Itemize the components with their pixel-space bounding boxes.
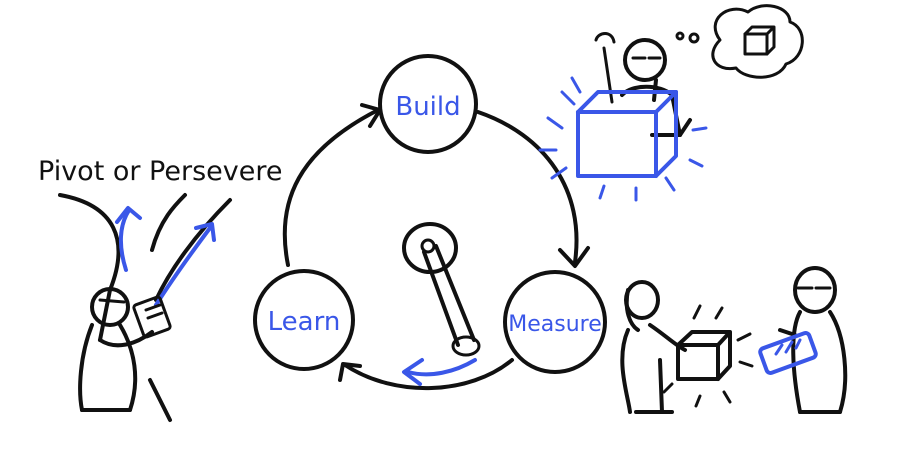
learn-label: Learn — [268, 307, 341, 337]
cube-icon — [676, 330, 732, 381]
person-holding-box — [620, 280, 754, 414]
build-node: Build — [378, 54, 478, 154]
rotation-arrow — [402, 358, 477, 386]
cube-icon — [538, 76, 708, 202]
road-fork — [58, 193, 232, 422]
person-with-tablet — [758, 266, 848, 414]
person-with-clipboard — [78, 287, 172, 412]
pivot-label: Pivot or Persevere — [38, 156, 282, 187]
build-label: Build — [395, 92, 460, 122]
cycle-loop — [282, 103, 590, 390]
crank-handle-icon — [402, 222, 481, 357]
measure-label: Measure — [508, 312, 602, 337]
measure-node: Measure — [503, 270, 607, 374]
tablet-icon — [758, 331, 818, 375]
clipboard-icon — [132, 295, 172, 339]
thought-bubble-icon — [675, 4, 804, 79]
learn-node: Learn — [253, 269, 355, 371]
